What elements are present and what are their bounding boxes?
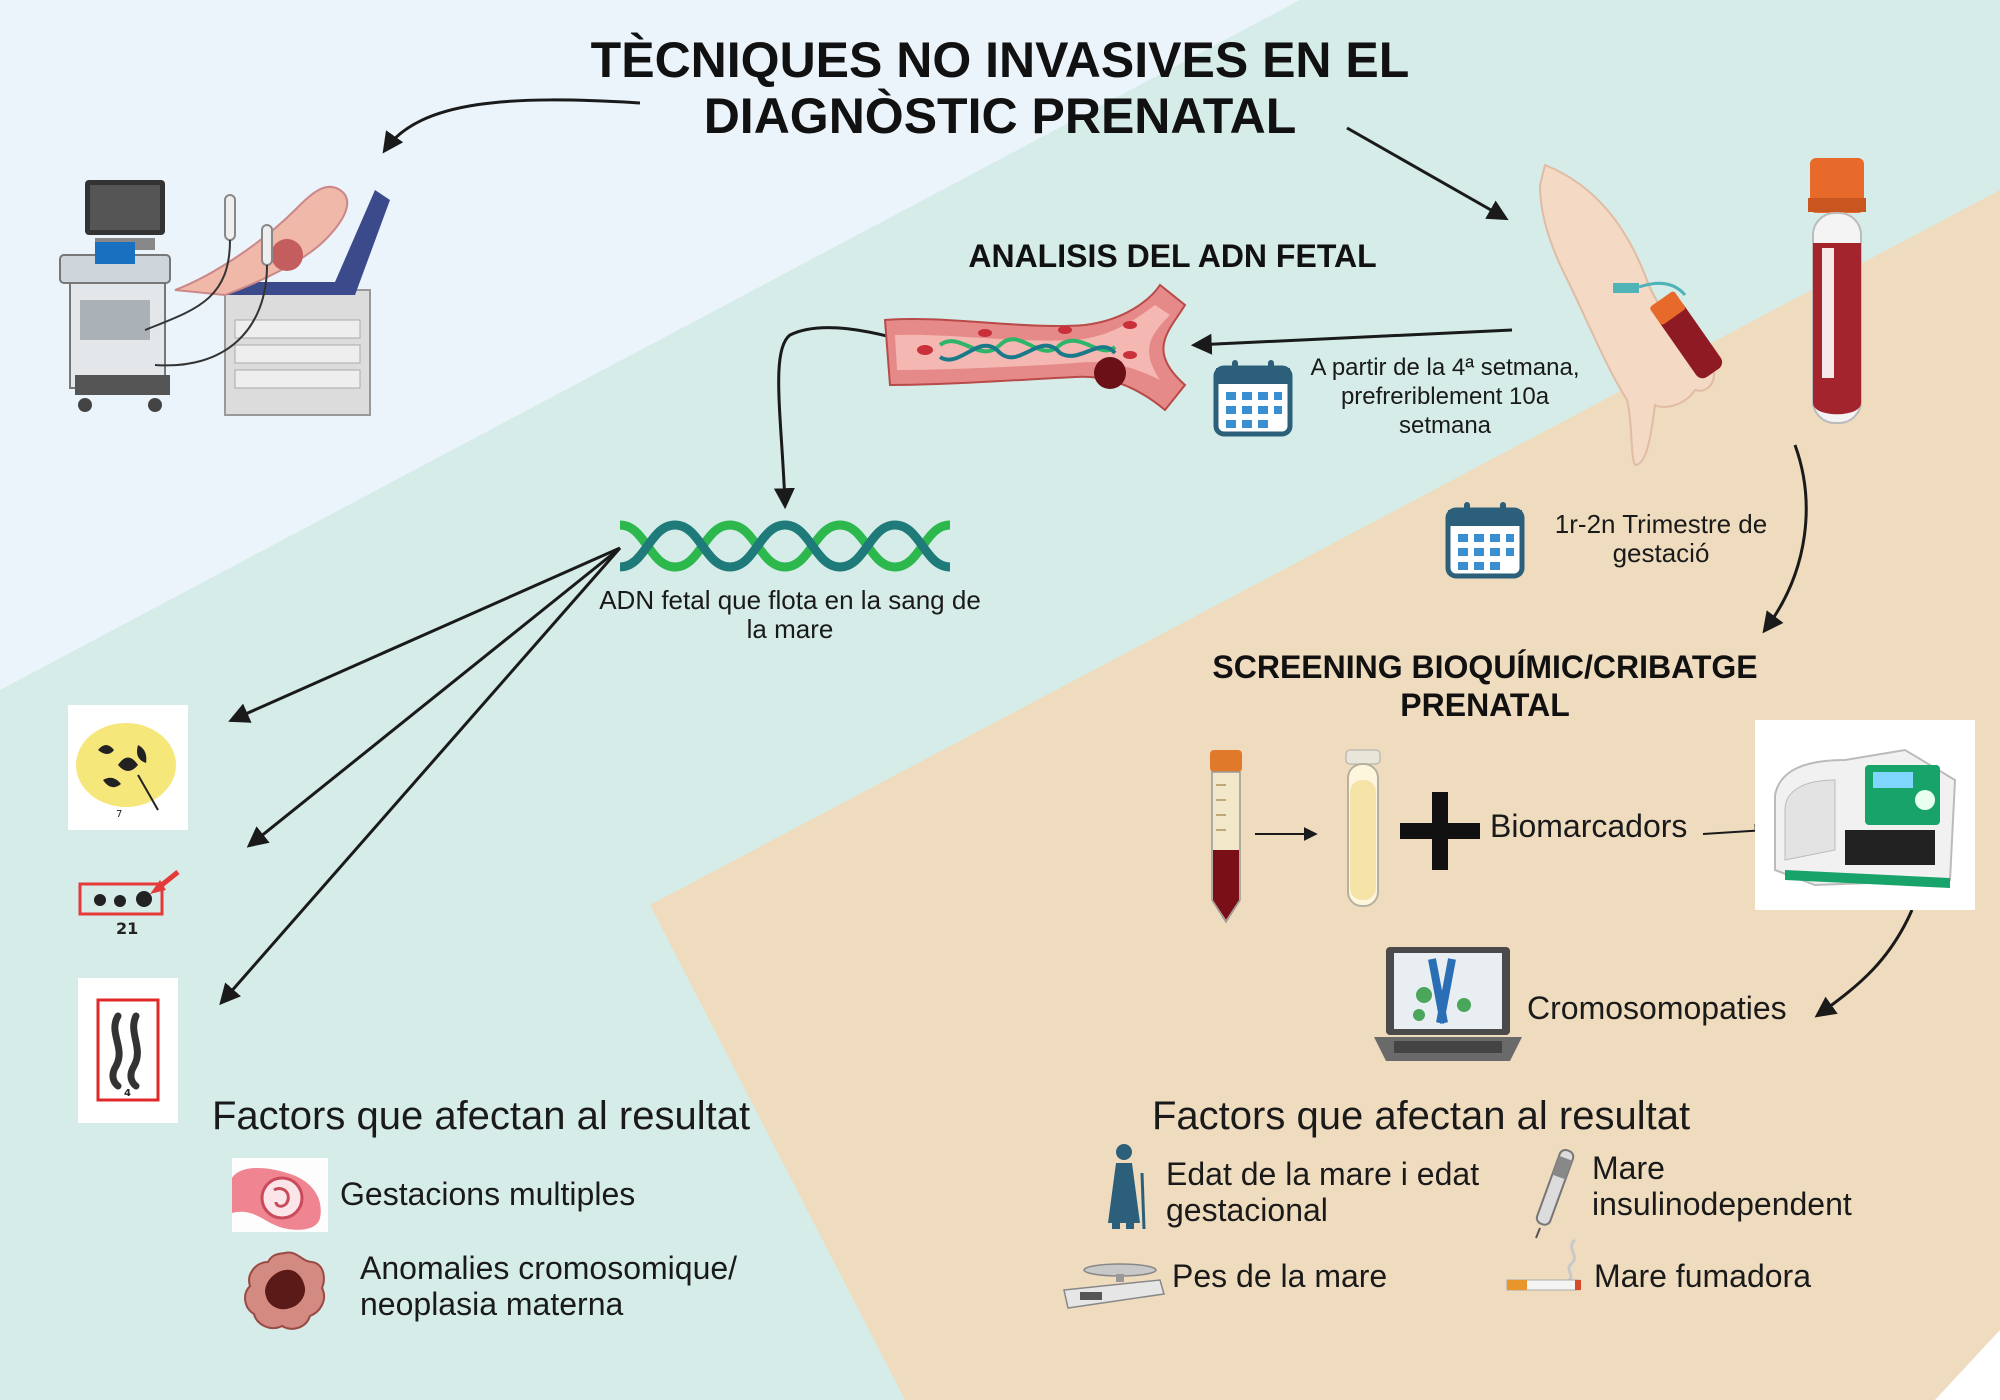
arrow-to-blood-draw	[1346, 126, 1509, 221]
screening-heading: SCREENING BIOQUÍMIC/CRIBATGE PRENATAL	[1180, 648, 1790, 724]
screening-factor-1-line-1: Edat de la mare i edat	[1166, 1156, 1480, 1192]
laptop-karyotype-icon	[1374, 947, 1522, 1061]
uterus-icon	[232, 1158, 328, 1232]
screening-factor-4-label: Mare fumadora	[1594, 1258, 1811, 1294]
adn-factor-2-label: Anomalies cromosomique/ neoplasia matern…	[360, 1250, 737, 1322]
arrow-to-ultrasound	[382, 98, 641, 154]
title-line-1: TÈCNIQUES NO INVASIVES EN EL	[590, 32, 1410, 88]
screening-factor-2-line-1: Mare	[1592, 1150, 1665, 1186]
serum-tube-icon	[1345, 749, 1381, 907]
arrow-analyzer-to-result	[1814, 909, 1914, 1018]
beige-region	[650, 190, 2000, 1400]
dna-floating-line-2: la mare	[746, 614, 834, 644]
tumor-icon	[244, 1251, 326, 1330]
screening-timing-line-1: 1r-2n Trimestre de	[1554, 509, 1768, 539]
screening-timing-text: 1r-2n Trimestre de gestació	[1530, 510, 1792, 568]
ultrasound-exam-icon	[59, 180, 390, 416]
biochemical-analyzer-icon	[1774, 748, 1957, 888]
screening-heading-line-2: PRENATAL	[1400, 687, 1570, 723]
karyotype-card-4: 4	[78, 978, 178, 1123]
arrow-dna-to-karyo-3	[219, 547, 622, 1006]
cigarette-icon	[1506, 1238, 1581, 1291]
screening-factors-title: Factors que afectan al resultat	[1152, 1094, 1691, 1138]
screening-factor-2-line-2: insulinodependent	[1592, 1186, 1852, 1222]
analyzer-card	[1755, 720, 1975, 910]
adn-timing-line-2: prefreriblement 10a	[1340, 383, 1550, 410]
arrow-to-dna	[773, 326, 921, 510]
calendar-icon	[1213, 360, 1293, 437]
dna-floating-line-1: ADN fetal que flota en la sang de	[599, 585, 981, 615]
screening-factor-1-label: Edat de la mare i edat gestacional	[1166, 1156, 1479, 1228]
arrow-dna-to-karyo-1	[228, 546, 621, 723]
blood-vessel-icon	[883, 283, 1187, 412]
dna-helix-icon	[619, 520, 951, 572]
karyotype-label-21: 21	[116, 919, 138, 938]
blood-draw-arm-icon	[1538, 163, 1723, 467]
chromosomopathies-label: Cromosomopaties	[1527, 990, 1787, 1026]
chromosome-21-icon: 21	[78, 870, 180, 938]
adn-factors-title: Factors que afectan al resultat	[212, 1094, 751, 1138]
screening-factor-1-line-2: gestacional	[1166, 1192, 1328, 1228]
adn-factor-1-label: Gestacions multiples	[340, 1176, 636, 1212]
white-corner	[1935, 1330, 2000, 1400]
adn-heading: ANALISIS DEL ADN FETAL	[968, 238, 1377, 274]
karyotype-label-7: 7	[116, 809, 122, 820]
dna-floating-text: ADN fetal que flota en la sang de la mar…	[580, 586, 1000, 644]
adn-factor-2-line-2: neoplasia materna	[360, 1286, 624, 1322]
biomarkers-label: Biomarcadors	[1490, 808, 1688, 844]
scale-icon	[1063, 1263, 1165, 1309]
page-title: TÈCNIQUES NO INVASIVES EN EL DIAGNÒSTIC …	[560, 32, 1440, 144]
adn-factor-2-line-1: Anomalies cromosomique/	[360, 1250, 738, 1286]
karyotype-card-7: 7	[68, 705, 188, 830]
adn-timing-text: A partir de la 4ª setmana, prefreribleme…	[1300, 353, 1590, 440]
blood-tube-icon	[1808, 158, 1866, 424]
plus-icon	[1400, 792, 1480, 870]
calendar-icon-2	[1445, 502, 1525, 579]
screening-timing-line-2: gestació	[1612, 538, 1710, 568]
insulin-pen-icon	[1535, 1149, 1575, 1239]
adn-timing-line-3: setmana	[1398, 412, 1492, 439]
elderly-woman-icon	[1108, 1144, 1146, 1230]
adn-timing-line-1: A partir de la 4ª setmana,	[1310, 354, 1580, 381]
arrow-to-screening	[1762, 444, 1808, 634]
screening-factor-3-label: Pes de la mare	[1172, 1258, 1388, 1294]
title-line-2: DIAGNÒSTIC PRENATAL	[703, 88, 1297, 144]
sample-tube-icon	[1210, 750, 1242, 924]
arrow-to-vessel	[1190, 328, 1513, 355]
screening-heading-line-1: SCREENING BIOQUÍMIC/CRIBATGE	[1212, 649, 1758, 685]
chromosome-4-icon: 4	[96, 998, 160, 1102]
screening-factor-2-label: Mare insulinodependent	[1592, 1150, 1852, 1222]
karyotype-label-4: 4	[124, 1088, 131, 1099]
chromosome-spread-icon: 7	[76, 723, 176, 820]
arrow-dna-to-karyo-2	[246, 546, 621, 848]
